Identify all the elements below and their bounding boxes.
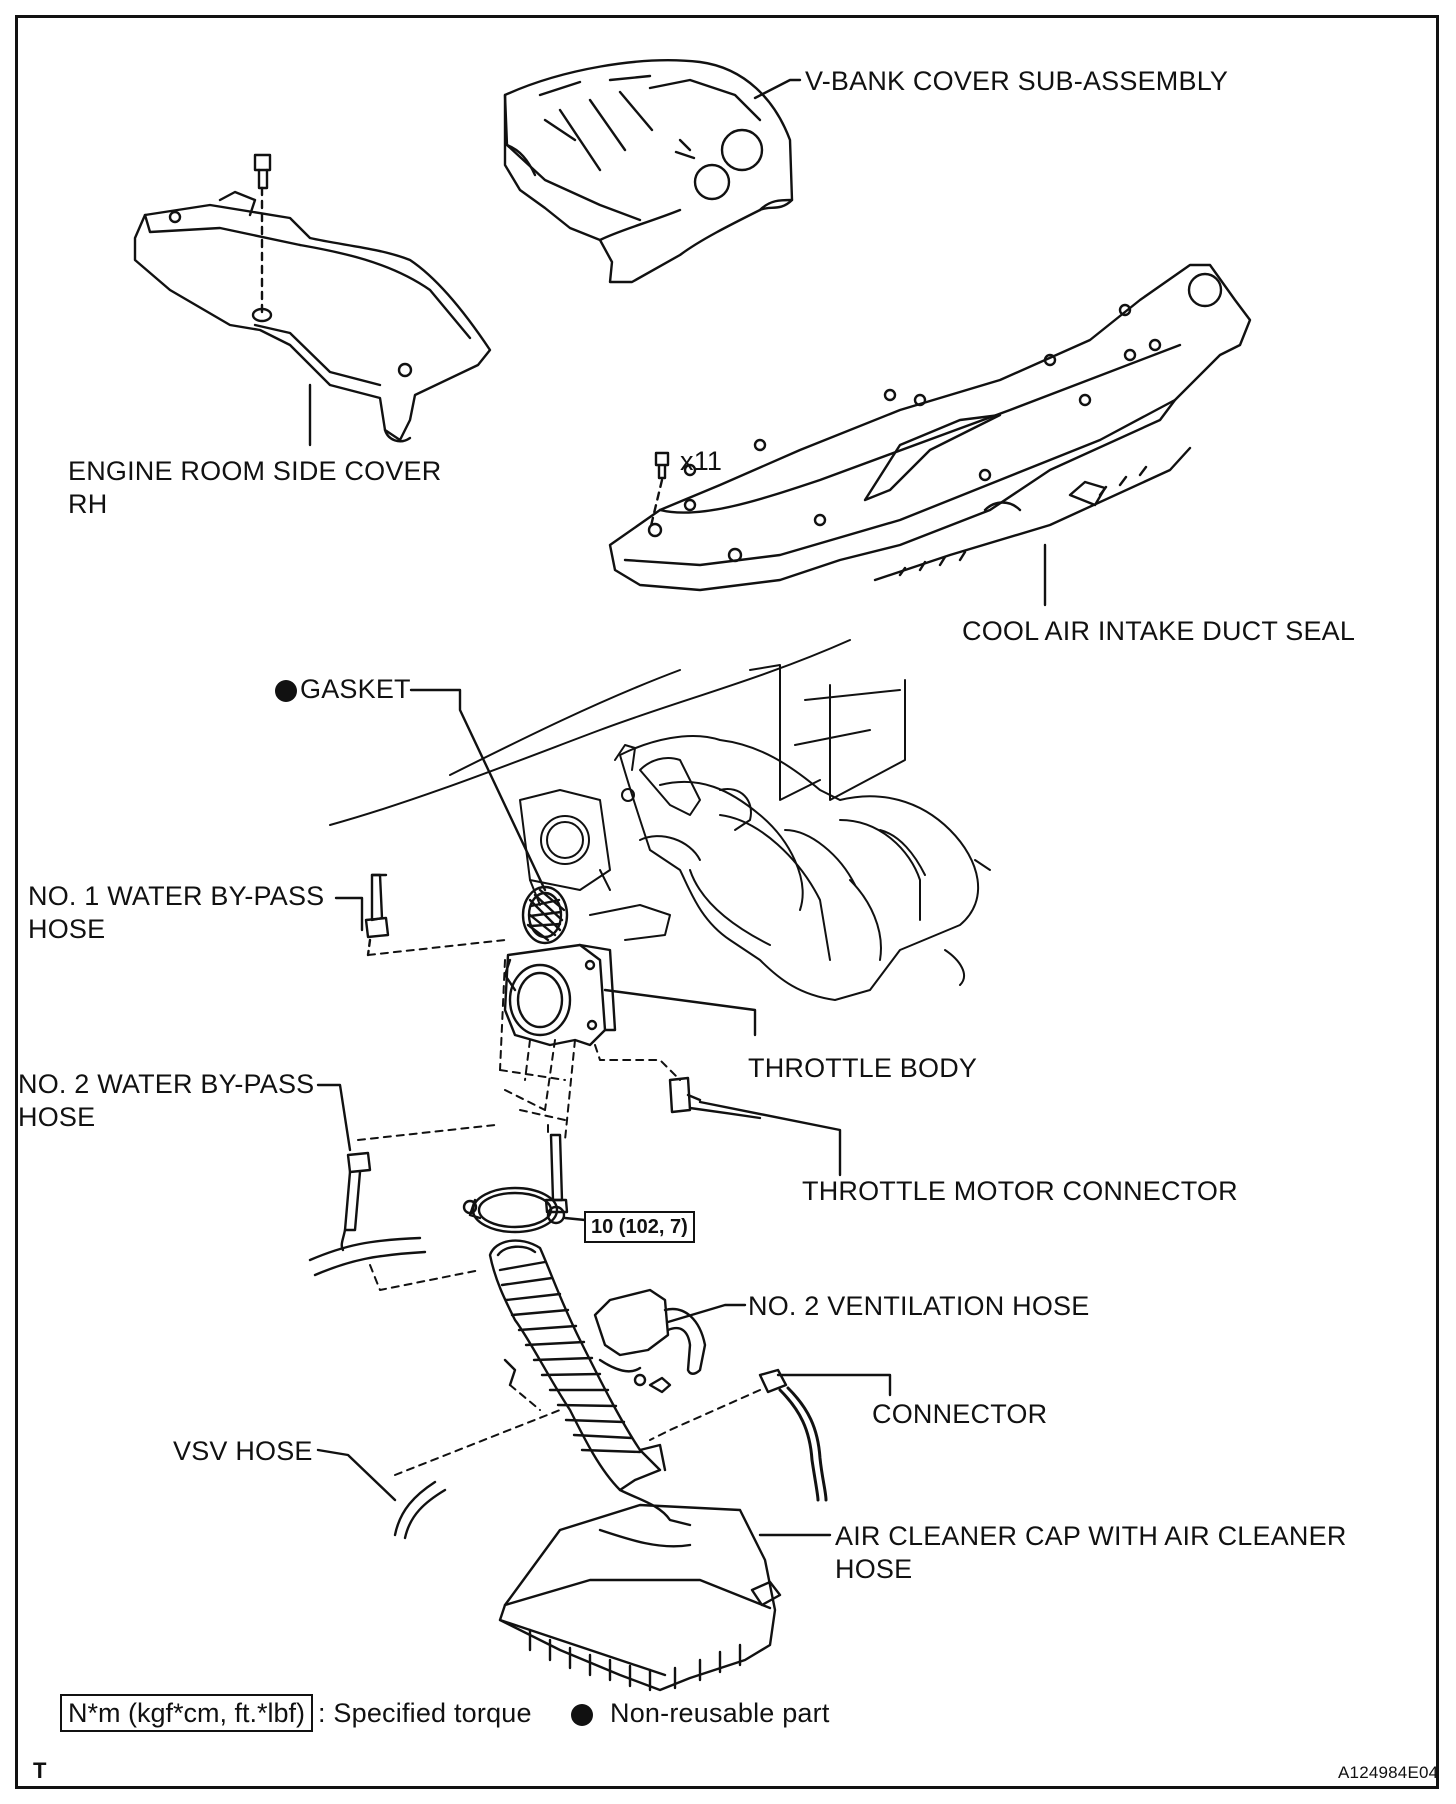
- legend-nonreusable-icon: [571, 1704, 593, 1726]
- throttle-dashes: [357, 939, 681, 1141]
- air-cleaner-cap-drawing: [498, 1503, 782, 1692]
- label-v-bank-cover: V-BANK COVER SUB-ASSEMBLY: [805, 66, 1229, 96]
- no2-water-bypass-hose-drawing: [340, 1151, 372, 1252]
- label-no2-water-bypass-hose: NO. 2 WATER BY-PASS HOSE: [18, 1069, 315, 1132]
- label-gasket: GASKET: [300, 674, 411, 704]
- throttle-motor-connector-drawing: [668, 1076, 762, 1120]
- throttle-body-leader: [603, 988, 757, 1037]
- label-qty-x11: x11: [680, 446, 723, 476]
- connector-leader: [776, 1373, 892, 1397]
- coolant-pipe-drawing: [308, 1236, 427, 1277]
- duct-seal-drawing: [608, 263, 1252, 592]
- throttle-connector-leader: [698, 1100, 842, 1177]
- no1-water-bypass-hose-drawing: [364, 873, 390, 957]
- legend-torque-unit: N*m (kgf*cm, ft.*lbf): [60, 1694, 314, 1732]
- label-throttle-motor-connector: THROTTLE MOTOR CONNECTOR: [802, 1176, 1238, 1206]
- corner-mark: T: [33, 1758, 47, 1783]
- torque-leader: [563, 1216, 587, 1222]
- hose-clamp-drawing: [462, 1186, 559, 1234]
- v-bank-cover-drawing: [503, 59, 794, 284]
- figure-id: A124984E04: [1338, 1763, 1439, 1782]
- nonreusable-marker-icon: [275, 680, 297, 702]
- no2-ventilation-hose-drawing: [593, 1288, 707, 1394]
- no2-hose-leader: [316, 1083, 352, 1152]
- air-cleaner-hose-drawing: [488, 1239, 692, 1527]
- label-throttle-body: THROTTLE BODY: [748, 1053, 978, 1083]
- gasket-leader: [409, 688, 547, 892]
- gasket-drawing: [521, 885, 569, 945]
- label-no2-ventilation-hose: NO. 2 VENTILATION HOSE: [748, 1291, 1090, 1321]
- legend-nonreusable-desc: Non-reusable part: [610, 1698, 830, 1728]
- no1-hose-leader: [334, 896, 364, 932]
- connector-drawing: [758, 1368, 828, 1502]
- legend-torque-desc: : Specified torque: [318, 1698, 532, 1728]
- label-engine-room-side-cover: ENGINE ROOM SIDE COVER RH: [68, 456, 442, 519]
- diagram-frame: [15, 15, 1439, 1789]
- throttle-body-drawing: [503, 943, 617, 1047]
- torque-spec-box: 10 (102, 7): [584, 1211, 695, 1243]
- intake-manifold-drawing: [329, 639, 991, 1001]
- v-bank-leader: [753, 78, 802, 100]
- engine-room-side-cover-drawing: [133, 153, 492, 443]
- ventilation-leader: [666, 1303, 747, 1324]
- label-cool-air-intake-duct-seal: COOL AIR INTAKE DUCT SEAL: [962, 616, 1356, 646]
- label-no1-water-bypass-hose: NO. 1 WATER BY-PASS HOSE: [28, 881, 325, 944]
- vsv-hose-drawing: [393, 1480, 447, 1540]
- label-connector: CONNECTOR: [872, 1399, 1048, 1429]
- label-vsv-hose: VSV HOSE: [173, 1436, 313, 1466]
- vsv-leader: [316, 1448, 397, 1502]
- label-air-cleaner-cap: AIR CLEANER CAP WITH AIR CLEANER HOSE: [835, 1521, 1347, 1584]
